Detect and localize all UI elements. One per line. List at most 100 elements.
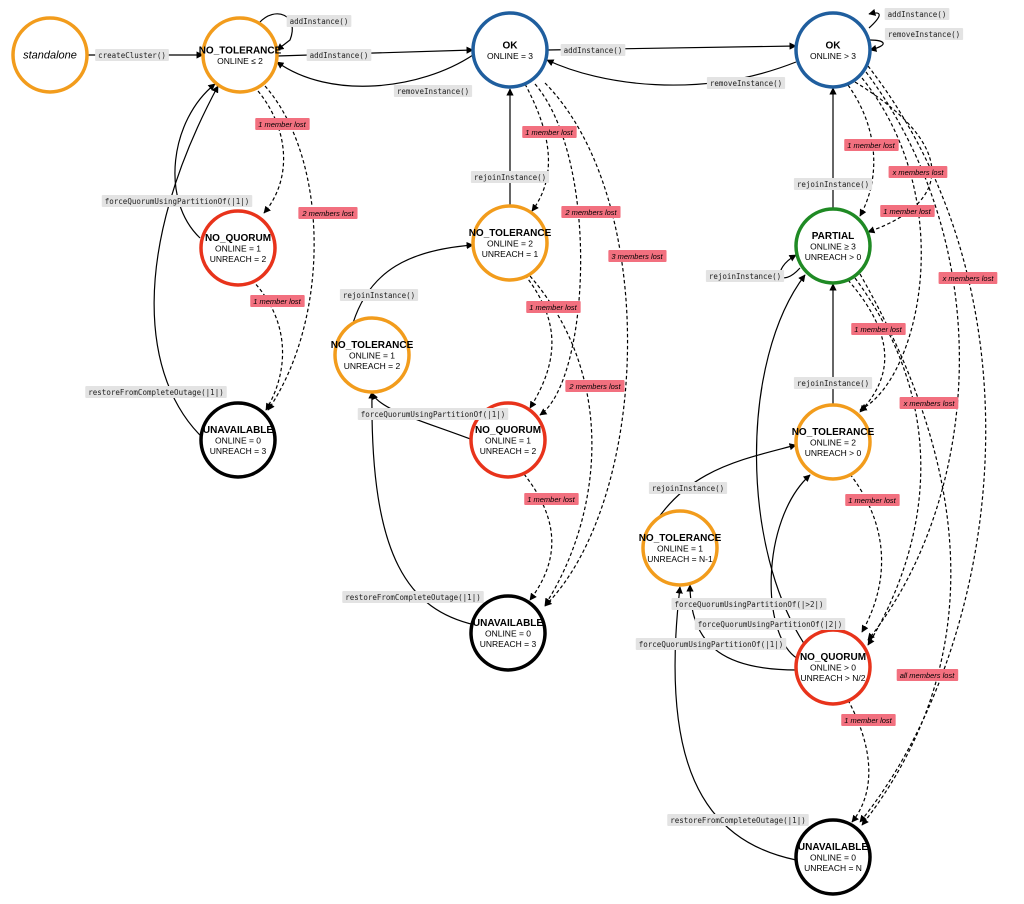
- transition-arrow-26: [859, 77, 922, 411]
- failure-label-bg: [844, 139, 899, 151]
- transition-arrow-16: [544, 82, 629, 607]
- transition-label-text: forceQuorumUsingPartitionOf(|>2|): [674, 600, 823, 609]
- state-condition: UNREACH > 0: [805, 448, 862, 458]
- transition-label-bg: [85, 386, 227, 398]
- state-circle: [333, 316, 411, 394]
- transition-label: restoreFromCompleteOutage(|1|): [85, 386, 227, 398]
- transition-label-text: forceQuorumUsingPartitionOf(|1|): [105, 197, 250, 206]
- transition-arrow-20: [529, 275, 593, 606]
- transition-label: rejoinInstance(): [793, 178, 873, 190]
- failure-label-bg: [938, 272, 998, 284]
- transition-label: forceQuorumUsingPartitionOf(|>2|): [671, 598, 827, 610]
- state-condition: ONLINE = 3: [487, 51, 533, 61]
- failure-label: 1 member lost: [524, 493, 579, 505]
- transition-arrow-14: [524, 83, 549, 212]
- state-condition: UNREACH = N: [804, 863, 862, 873]
- failure-label-text: x members lost: [892, 168, 945, 177]
- transition-arrow-7: [276, 54, 474, 87]
- transition-label: rejoinInstance(): [705, 270, 785, 282]
- transition-label-bg: [705, 270, 785, 282]
- failure-label: x members lost: [888, 166, 948, 178]
- state-circle: [794, 403, 872, 481]
- state-condition: UNREACH > N/2: [801, 673, 866, 683]
- transition-arrow-21: [523, 473, 553, 601]
- transition-label-text: rejoinInstance(): [797, 180, 869, 189]
- transition-arrow-34: [849, 473, 883, 633]
- transition-arrow-2: [276, 46, 474, 57]
- failure-label-bg: [880, 205, 935, 217]
- state-circle: [469, 594, 547, 672]
- state-title: UNAVAILABLE: [203, 425, 274, 436]
- transition-label-bg: [635, 638, 787, 650]
- failure-label-bg: [250, 295, 305, 307]
- state-condition: UNREACH = 1: [482, 249, 539, 259]
- failure-label-bg: [841, 714, 896, 726]
- state-condition: UNREACH = 2: [344, 361, 401, 371]
- transition-label: addInstance(): [286, 15, 352, 27]
- failure-label-text: x members lost: [903, 399, 956, 408]
- failure-label-bg: [888, 166, 948, 178]
- labels-layer: createCluster() addInstance() addInstance(…: [85, 8, 998, 826]
- failure-label: 1 member lost: [851, 323, 906, 335]
- transition-arrow-33: [859, 273, 952, 826]
- transition-label-bg: [793, 178, 873, 190]
- transition-label: addInstance(): [884, 8, 950, 20]
- transition-label-bg: [393, 85, 473, 97]
- state-condition: ONLINE ≤ 2: [217, 56, 263, 66]
- failure-label-text: 1 member lost: [848, 496, 896, 505]
- failure-label: all members lost: [896, 669, 959, 681]
- failure-label-bg: [899, 397, 959, 409]
- transition-label-text: removeInstance(): [710, 79, 782, 88]
- state-title: OK: [826, 40, 842, 51]
- failure-label-text: 2 members lost: [564, 208, 617, 217]
- transition-label-bg: [706, 77, 786, 89]
- transition-label: addInstance(): [306, 49, 372, 61]
- transition-label: rejoinInstance(): [339, 289, 419, 301]
- transition-label-text: forceQuorumUsingPartitionOf(|1|): [361, 410, 506, 419]
- state-circle: [471, 204, 549, 282]
- failure-label-bg: [255, 118, 310, 130]
- transition-arrow-5: [869, 39, 884, 52]
- state-condition: ONLINE = 2: [487, 239, 533, 249]
- transition-label-text: forceQuorumUsingPartitionOf(|1|): [639, 640, 784, 649]
- transition-label-text: addInstance(): [310, 51, 369, 60]
- transition-label: createCluster(): [95, 49, 169, 61]
- state-circle: [199, 209, 277, 287]
- transition-label-bg: [560, 44, 626, 56]
- failure-label: 1 member lost: [845, 494, 900, 506]
- transition-arrow-4: [868, 8, 880, 29]
- transition-arrow-9: [153, 85, 219, 441]
- state-title: NO_QUORUM: [205, 233, 271, 244]
- state-circle: [794, 11, 872, 89]
- transition-arrow-1: [258, 13, 293, 51]
- transition-arrow-32: [854, 277, 922, 646]
- state-circle: [469, 401, 547, 479]
- state-circle: [201, 16, 279, 94]
- state-title: NO_QUORUM: [475, 425, 541, 436]
- state-condition: ONLINE = 1: [215, 244, 261, 254]
- transition-label: forceQuorumUsingPartitionOf(|1|): [101, 195, 253, 207]
- state-condition: ONLINE = 0: [810, 853, 856, 863]
- failure-label-text: 1 member lost: [529, 303, 577, 312]
- transition-label-bg: [884, 8, 950, 20]
- failure-label-text: 1 member lost: [253, 297, 301, 306]
- edges-layer: [88, 8, 987, 861]
- transition-label: removeInstance(): [706, 77, 786, 89]
- state-title: NO_TOLERANCE: [469, 228, 552, 239]
- transition-label-text: removeInstance(): [888, 30, 960, 39]
- transition-arrow-28: [859, 65, 987, 823]
- transition-arrow-17: [352, 241, 474, 324]
- transition-label-text: rejoinInstance(): [709, 272, 781, 281]
- state-title: NO_TOLERANCE: [331, 340, 414, 351]
- state-node-standalone: standalone: [11, 16, 89, 94]
- transition-label-text: rejoinInstance(): [797, 379, 869, 388]
- transition-label-bg: [306, 49, 372, 61]
- state-condition: UNREACH = 3: [210, 446, 267, 456]
- failure-label: x members lost: [938, 272, 998, 284]
- transition-label: rejoinInstance(): [470, 171, 550, 183]
